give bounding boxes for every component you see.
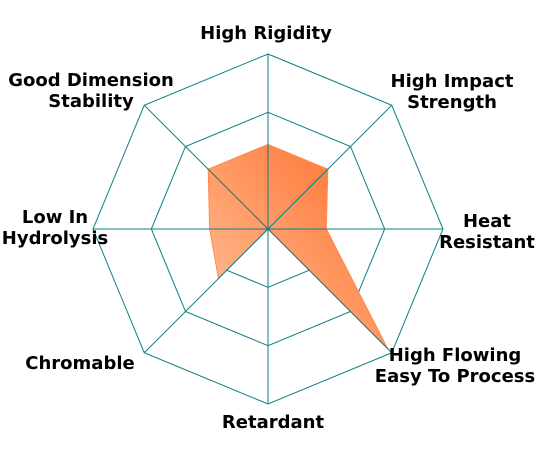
axis-label-6-line-0: Low In: [22, 207, 88, 228]
axis-label-7-line-1: Stability: [48, 91, 134, 112]
axis-label-4-line-0: Retardant: [222, 412, 325, 433]
axis-label-5-line-0: Chromable: [25, 353, 134, 374]
axis-label-1-line-0: High Impact: [391, 71, 514, 92]
spoke-7: [143, 104, 269, 230]
axis-label-1-line-1: Strength: [407, 92, 497, 113]
axis-label-4: Retardant: [222, 412, 325, 433]
radar-spokes: [93, 54, 443, 404]
axis-label-6-line-1: Hydrolysis: [2, 228, 108, 249]
series-area-0: [207, 143, 389, 349]
radar-series: [207, 143, 389, 349]
axis-label-3-line-0: High Flowing: [389, 345, 522, 366]
spoke-5: [143, 228, 269, 354]
axis-label-0-line-0: High Rigidity: [200, 23, 332, 44]
axis-label-0: High Rigidity: [200, 23, 332, 44]
spoke-3: [267, 228, 393, 354]
axis-label-5: Chromable: [25, 353, 134, 374]
spoke-1: [267, 104, 393, 230]
axis-label-2-line-1: Resistant: [439, 232, 535, 253]
axis-label-2-line-0: Heat: [463, 211, 511, 232]
axis-label-3-line-1: Easy To Process: [375, 366, 535, 387]
axis-label-7-line-0: Good Dimension: [8, 70, 174, 91]
